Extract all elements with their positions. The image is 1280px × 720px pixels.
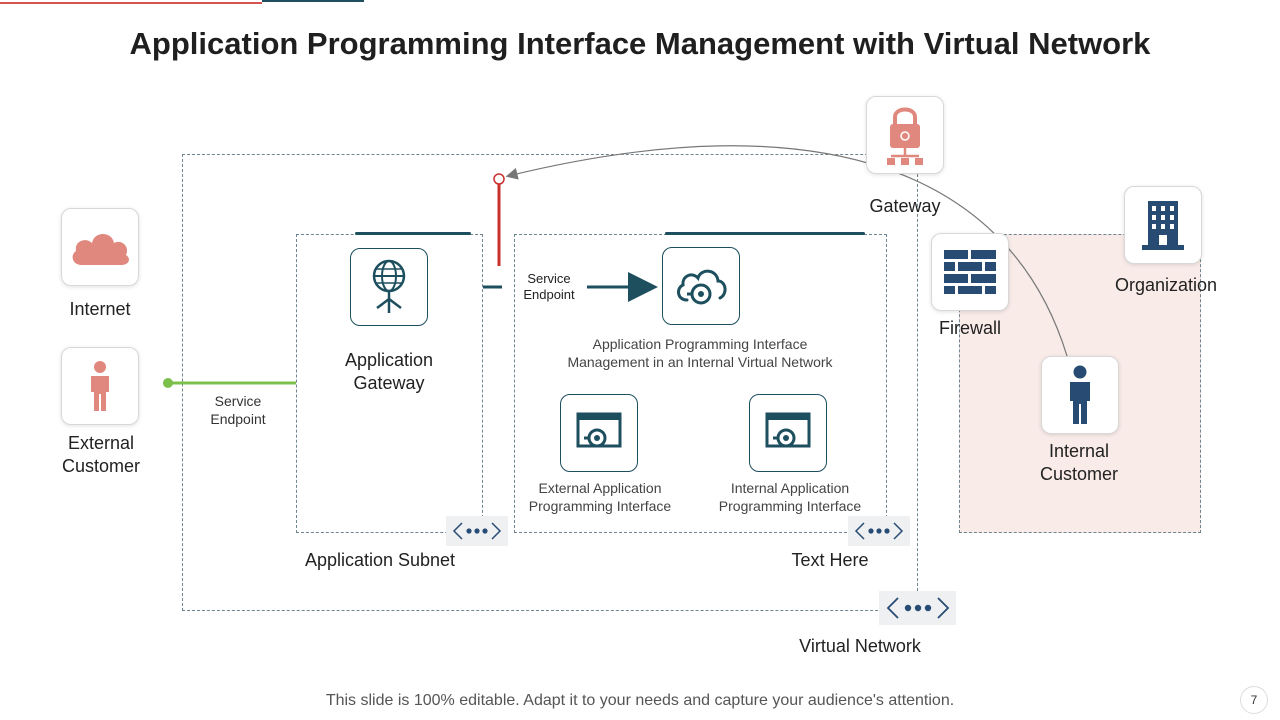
ellipsis-code-icon (854, 522, 904, 540)
brick-wall-icon (944, 250, 996, 294)
external-api-card (560, 394, 638, 472)
building-icon (1142, 201, 1184, 250)
application-gateway-card (350, 248, 428, 326)
person-icon (1070, 365, 1090, 424)
organization-card (1124, 186, 1202, 264)
application-subnet-label: Application Subnet (304, 550, 456, 570)
monitor-sync-icon (576, 412, 622, 448)
lock-network-icon (887, 107, 923, 165)
gateway-card (866, 96, 944, 174)
cloud-sync-icon (677, 269, 727, 305)
internal-api-label: Internal Application Programming Interfa… (718, 480, 862, 514)
ellipsis-code-icon (886, 597, 949, 619)
apim-internal-label: Application Programming Interface Manage… (567, 336, 833, 370)
internet-label: Internet (69, 299, 131, 319)
gateway-pin-head (493, 173, 505, 185)
globe-antenna-icon (372, 259, 406, 313)
page-number: 7 (1240, 686, 1268, 714)
apim-card (662, 247, 740, 325)
internal-net-ellipsis-badge (848, 516, 910, 546)
organization-label: Organization (1114, 275, 1218, 295)
page-title: Application Programming Interface Manage… (129, 26, 1151, 61)
monitor-sync-icon (765, 412, 811, 448)
firewall-card (931, 233, 1009, 311)
subnet-ellipsis-badge (446, 516, 508, 546)
text-here-label: Text Here (791, 550, 869, 570)
gateway-label: Gateway (869, 196, 941, 216)
virtual-network-ellipsis-badge (879, 591, 956, 625)
internal-customer-card (1041, 356, 1119, 434)
internal-api-card (749, 394, 827, 472)
internal-customer-label: Internal Customer (1039, 441, 1119, 484)
cloud-icon (72, 234, 129, 265)
external-api-label: External Application Programming Interfa… (528, 480, 672, 514)
internet-card (61, 208, 139, 286)
service-endpoint-dot (163, 378, 173, 388)
service-endpoint-mid-label: Service Endpoint (523, 271, 575, 302)
ellipsis-code-icon (452, 522, 502, 540)
external-customer-label: External Customer (61, 433, 141, 476)
person-icon (91, 361, 109, 411)
application-gateway-label: Application Gateway (344, 350, 434, 393)
application-subnet-top-bar (355, 232, 471, 235)
footer-note: This slide is 100% editable. Adapt it to… (325, 692, 955, 709)
internal-network-top-bar (665, 232, 865, 235)
virtual-network-label: Virtual Network (799, 636, 921, 656)
service-endpoint-left-label: Service Endpoint (210, 393, 266, 427)
top-accent-bar-teal (262, 0, 364, 2)
external-customer-card (61, 347, 139, 425)
top-accent-bar-red (0, 2, 262, 4)
firewall-label: Firewall (938, 318, 1001, 338)
